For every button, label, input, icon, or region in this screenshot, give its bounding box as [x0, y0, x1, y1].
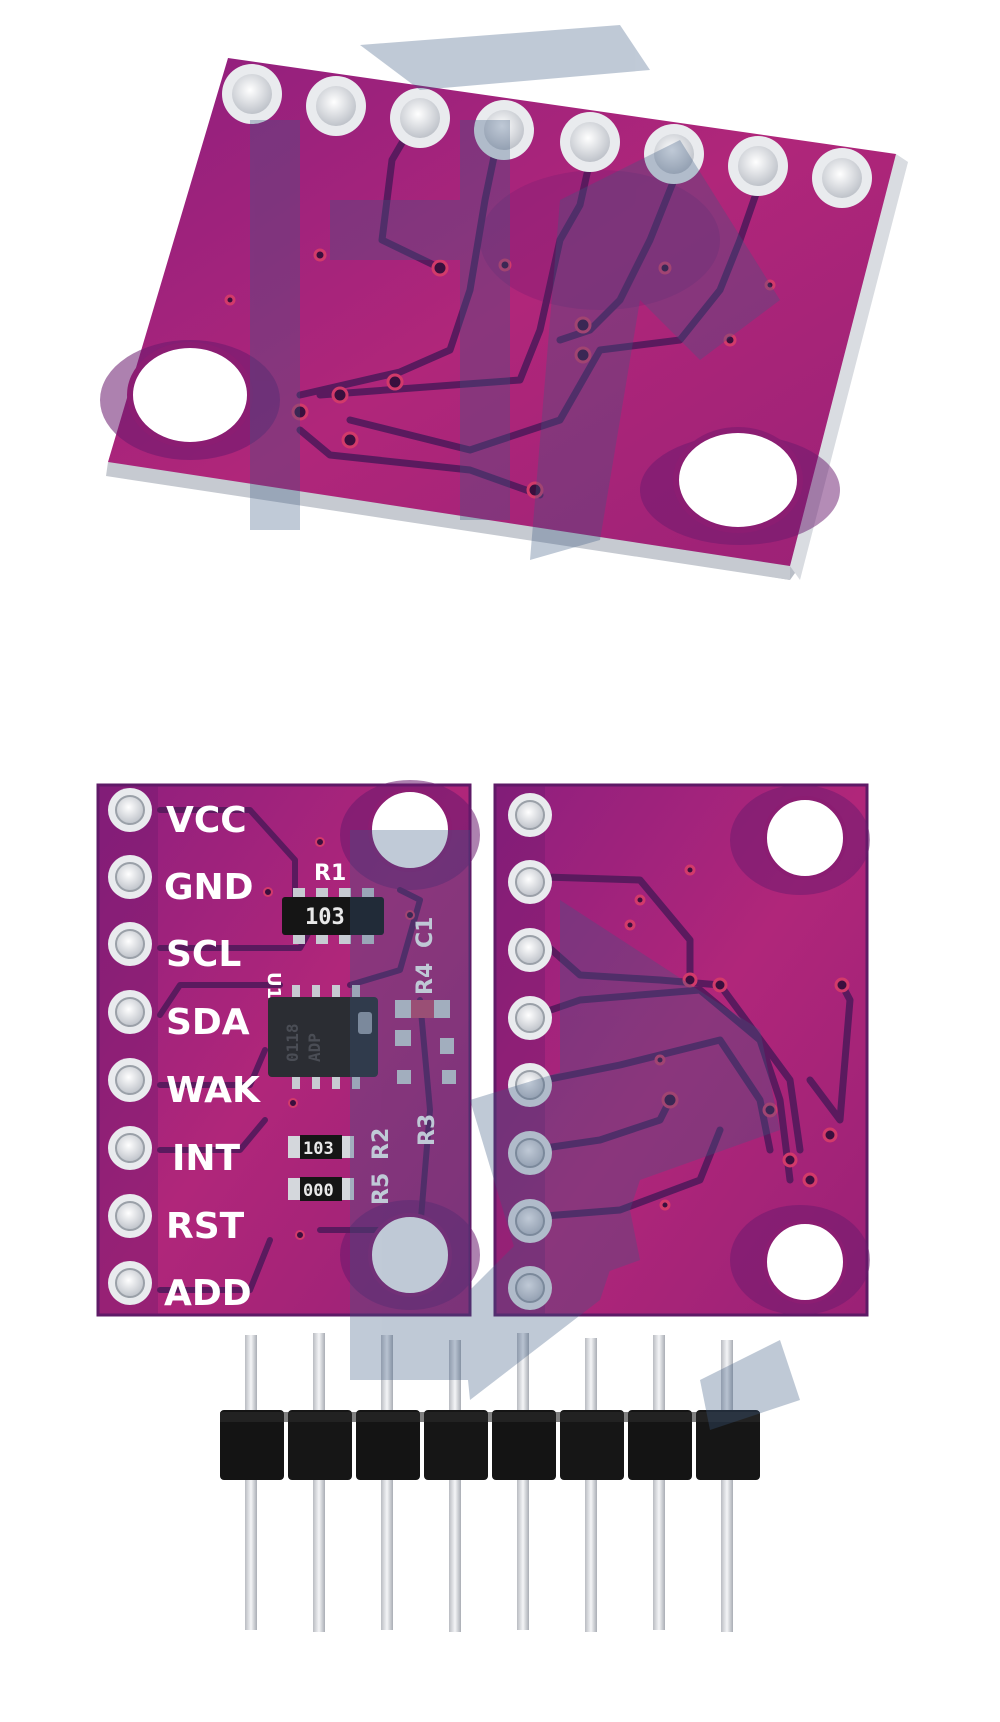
sensor-ic: 0118 ADP	[268, 985, 378, 1089]
resistor-array-marking: 103	[305, 905, 345, 930]
watermark-logo	[250, 25, 800, 1430]
ic-marking-line2: ADP	[305, 1033, 324, 1062]
front-board: VCC GND SCL SDA WAK INT RST ADD R1 103 C…	[96, 780, 480, 1317]
pin-label-wak: WAK	[166, 1070, 261, 1111]
label-u1: U1	[263, 972, 284, 999]
resistor-r5-marking: 000	[303, 1181, 334, 1201]
label-r4: R4	[413, 963, 438, 995]
header-plastic-housing	[220, 1410, 760, 1480]
pin-label-rst: RST	[166, 1206, 245, 1247]
pin-label-gnd: GND	[164, 867, 254, 908]
angled-board-back	[100, 58, 908, 580]
resistor-r2: 103	[288, 1135, 354, 1159]
resistor-r2-marking: 103	[303, 1139, 334, 1159]
label-r2: R2	[369, 1128, 394, 1160]
label-r5: R5	[369, 1173, 394, 1205]
label-r3: R3	[415, 1114, 440, 1146]
pin-header	[220, 1333, 760, 1632]
pin-label-vcc: VCC	[166, 800, 247, 841]
header-pins-bottom	[245, 1480, 733, 1632]
angled-board-pads	[222, 64, 872, 208]
back-board-pads	[508, 793, 552, 1310]
ic-marking-line1: 0118	[283, 1023, 302, 1062]
resistor-array: 103	[282, 888, 384, 944]
label-r1: R1	[314, 861, 346, 886]
resistor-r5: 000	[288, 1177, 354, 1201]
back-board	[493, 783, 870, 1317]
label-c1: C1	[413, 917, 438, 948]
pin-label-sda: SDA	[166, 1002, 250, 1043]
pin-label-scl: SCL	[166, 934, 241, 975]
pin-label-int: INT	[172, 1138, 241, 1179]
header-pins-top	[245, 1333, 733, 1415]
front-board-pads	[108, 788, 152, 1305]
pin-label-add: ADD	[164, 1273, 252, 1314]
front-board-pin-labels: VCC GND SCL SDA WAK INT RST ADD	[164, 800, 261, 1314]
